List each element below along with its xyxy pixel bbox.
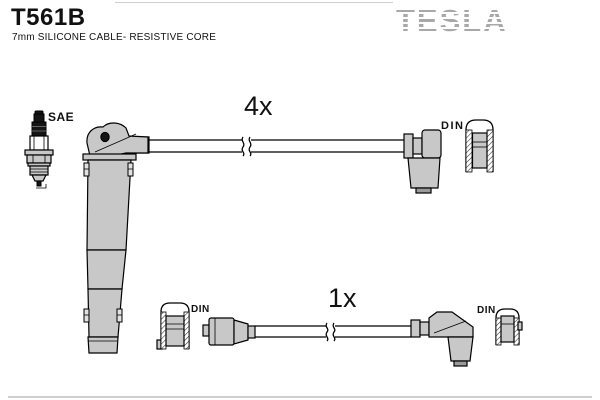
bottom-right-din-terminal-cross-section	[495, 308, 523, 346]
bottom-cable-assembly	[156, 302, 523, 367]
bottom-left-din-terminal-cross-section	[156, 302, 190, 350]
product-subtitle: 7mm SILICONE CABLE- RESISTIVE CORE	[12, 32, 217, 43]
bottom-divider	[8, 396, 592, 398]
bottom-cable-wire	[255, 322, 411, 342]
spark-plug-icon	[24, 110, 54, 189]
bottom-cable-left-connector	[202, 317, 256, 346]
top-cable-right-boot	[403, 129, 442, 194]
sae-terminal-label: SAE	[48, 110, 75, 124]
din-terminal-label-bottom-right: DIN	[477, 305, 496, 316]
top-cable-assembly	[82, 119, 494, 354]
top-cable-quantity: 4x	[244, 91, 273, 121]
top-cable-left-boot	[82, 122, 150, 354]
top-din-terminal-cross-section	[465, 119, 494, 173]
top-cable-wire	[149, 136, 404, 157]
din-terminal-label-bottom-left: DIN	[191, 304, 210, 315]
bottom-cable-quantity: 1x	[328, 283, 357, 313]
bottom-cable-right-boot	[410, 311, 474, 367]
part-number: T561B	[11, 4, 86, 31]
top-divider	[115, 2, 393, 3]
din-terminal-label-top: DIN	[441, 120, 465, 132]
